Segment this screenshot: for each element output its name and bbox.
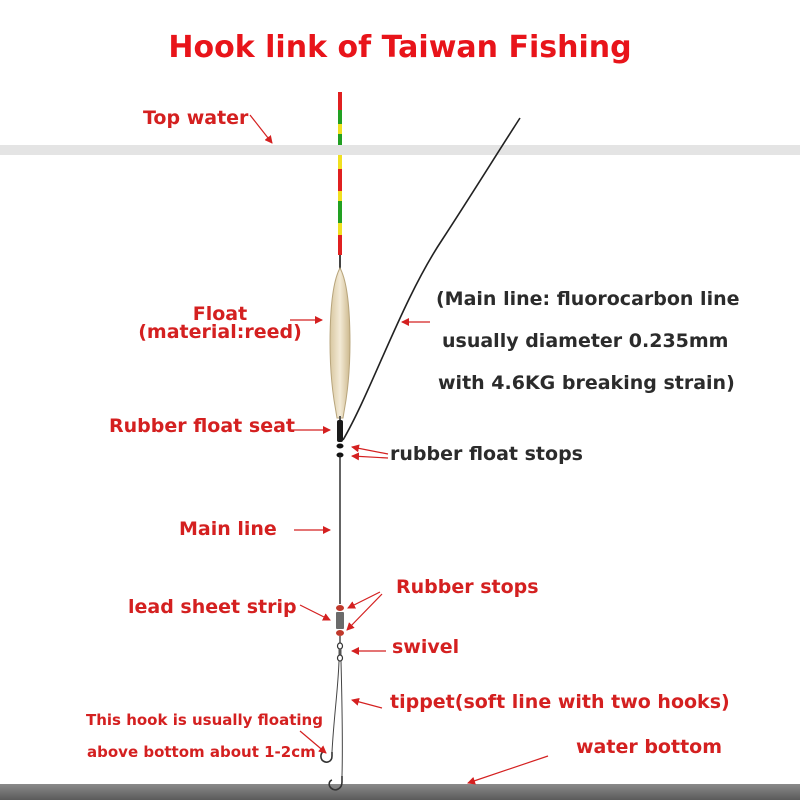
label-swivel: swivel [392, 636, 460, 658]
arrow-lead-sheet [299, 604, 331, 621]
label-float: Float (material:reed) [130, 303, 310, 343]
label-rubber-float-stops: rubber float stops [390, 443, 583, 465]
arrow-tippet [351, 697, 383, 709]
main-line-curve [342, 117, 521, 441]
label-hook-note-1: This hook is usually floating [86, 711, 323, 729]
label-lead-sheet-strip: lead sheet strip [128, 596, 297, 618]
rubber-stop [336, 605, 344, 611]
lead-sheet-strip [336, 612, 344, 629]
float-body [329, 266, 351, 419]
rubber-stop [336, 630, 344, 636]
label-float-line2: (material:reed) [138, 321, 302, 343]
label-main-line-info-1: (Main line: fluorocarbon line [436, 288, 740, 310]
arrow-top-water [249, 114, 273, 144]
arrow-rubber-stop-1 [347, 591, 381, 609]
label-main-line-info-3: with 4.6KG breaking strain) [438, 372, 735, 394]
label-main-line-info-2: usually diameter 0.235mm [442, 330, 729, 352]
arrow-float-stop-2 [351, 452, 389, 461]
swivel [336, 642, 344, 662]
hook-lower [328, 776, 343, 791]
hook-upper [320, 751, 333, 763]
label-main-line: Main line [179, 518, 277, 540]
arrow-rubber-stop-2 [346, 593, 383, 631]
tippet-line-left [331, 660, 340, 753]
label-rubber-stops: Rubber stops [396, 576, 539, 598]
rubber-float-seat [337, 420, 343, 442]
label-rubber-float-seat: Rubber float seat [109, 415, 295, 437]
label-top-water: Top water [143, 107, 249, 129]
label-float-line1: Float [192, 303, 248, 325]
arrow-water-bottom [467, 755, 549, 785]
water-surface-band [0, 145, 800, 155]
label-hook-note-2: above bottom about 1-2cm [87, 743, 316, 761]
rubber-float-stop [336, 443, 344, 449]
label-tippet: tippet(soft line with two hooks) [390, 691, 730, 713]
label-water-bottom: water bottom [576, 736, 722, 758]
tippet-line-right [340, 660, 343, 777]
arrow-float-stop-1 [351, 444, 389, 455]
water-bottom-band [0, 784, 800, 800]
float-antenna [338, 92, 342, 270]
diagram-title: Hook link of Taiwan Fishing [168, 30, 632, 65]
arrow-hook-note [299, 730, 327, 754]
